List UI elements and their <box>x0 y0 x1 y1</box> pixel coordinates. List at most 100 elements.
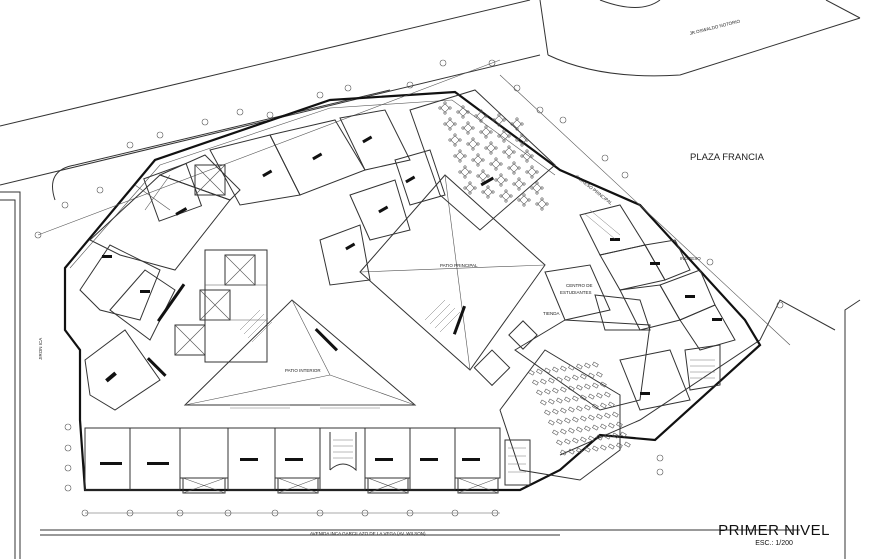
auditorium-seat <box>584 404 591 411</box>
centro-estudiantes-label-1: CENTRO DE <box>566 283 593 288</box>
drawing-title: PRIMER NIVEL <box>718 522 830 539</box>
rooms-left-wing <box>79 109 446 411</box>
auditorium-seat <box>588 435 595 442</box>
dining-table <box>507 161 521 175</box>
auditorium-seat <box>568 385 575 392</box>
auditorium-seat <box>536 389 543 396</box>
auditorium-seat <box>548 377 555 384</box>
drawing-scale: ESC.: 1/200 <box>755 540 793 547</box>
auditorium-seat <box>556 376 563 383</box>
dining-table <box>489 157 503 171</box>
auditorium-seat <box>624 441 631 448</box>
auditorium-seat <box>552 387 559 394</box>
dining-table <box>456 105 470 119</box>
dining-table <box>492 113 506 127</box>
tienda-label: TIENDA <box>543 311 560 316</box>
plaza-label: PLAZA FRANCIA <box>690 152 765 163</box>
auditorium-seat <box>552 408 559 415</box>
auditorium-seat <box>584 446 591 453</box>
auditorium-seat <box>588 372 595 379</box>
auditorium-seat <box>596 371 603 378</box>
auditorium-seat <box>592 361 599 368</box>
dining-table <box>494 173 508 187</box>
dining-table <box>520 149 534 163</box>
auditorium-seat <box>584 362 591 369</box>
auditorium-seat <box>568 364 575 371</box>
auditorium-seat <box>588 414 595 421</box>
auditorium-seat <box>608 443 615 450</box>
auditorium-seat <box>572 374 579 381</box>
dining-table <box>535 197 549 211</box>
dining-table <box>438 101 452 115</box>
patio-interior-label: PATIO INTERIOR <box>285 368 321 373</box>
auditorium-seat <box>600 402 607 409</box>
dining-table <box>510 117 524 131</box>
auditorium-seat <box>528 369 535 376</box>
auditorium-seat <box>612 432 619 439</box>
dining-table <box>448 133 462 147</box>
left-street-label: JIRON ICA <box>38 338 43 360</box>
auditorium-seat <box>576 426 583 433</box>
auditorium-seat <box>580 373 587 380</box>
auditorium-seat <box>596 392 603 399</box>
rooms-right-wing <box>544 204 736 411</box>
auditorium-seat <box>588 393 595 400</box>
auditorium-seat <box>584 383 591 390</box>
auditorium-seat <box>620 431 627 438</box>
bottom-street-label: AVENIDA INCA GARCILAZO DE LA VEGA (AV. W… <box>310 531 426 536</box>
auditorium-seat <box>600 444 607 451</box>
stair-cores <box>174 249 538 387</box>
auditorium-seat <box>576 363 583 370</box>
ingreso-label: INGRESO <box>680 256 701 261</box>
auditorium-seat <box>560 407 567 414</box>
auditorium <box>499 349 631 481</box>
auditorium-seat <box>616 442 623 449</box>
auditorium-seat <box>580 415 587 422</box>
auditorium-seat <box>596 434 603 441</box>
dining-area <box>409 89 556 231</box>
auditorium-seat <box>600 381 607 388</box>
auditorium-seat <box>552 366 559 373</box>
auditorium-seat <box>568 448 575 455</box>
auditorium-seat <box>580 394 587 401</box>
dining-table <box>484 141 498 155</box>
auditorium-seat <box>560 386 567 393</box>
auditorium-seat <box>576 405 583 412</box>
dining-table <box>466 137 480 151</box>
auditorium-seat <box>544 388 551 395</box>
auditorium-seat <box>580 436 587 443</box>
hatch-details <box>230 209 621 409</box>
auditorium-seat <box>552 429 559 436</box>
dining-table <box>525 165 539 179</box>
auditorium-seat <box>544 409 551 416</box>
auditorium-seat <box>564 396 571 403</box>
furniture-marks <box>100 135 722 465</box>
auditorium-seat <box>572 437 579 444</box>
title-block: PRIMER NIVEL ESC.: 1/200 <box>718 522 830 547</box>
auditorium-seat <box>564 375 571 382</box>
auditorium-seat <box>592 445 599 452</box>
auditorium-seat <box>572 395 579 402</box>
dining-table <box>530 181 544 195</box>
auditorium-seat <box>584 425 591 432</box>
auditorium-seat <box>612 411 619 418</box>
rooms-bottom-row <box>84 427 531 494</box>
dining-table <box>443 117 457 131</box>
grid-axes-left-bottom <box>64 423 664 517</box>
auditorium-seat <box>592 403 599 410</box>
auditorium-seat <box>540 378 547 385</box>
dining-table <box>515 133 529 147</box>
auditorium-seat <box>568 427 575 434</box>
auditorium-seat <box>564 417 571 424</box>
auditorium-seat <box>596 413 603 420</box>
dining-table <box>481 185 495 199</box>
auditorium-seat <box>608 401 615 408</box>
auditorium-seat <box>604 412 611 419</box>
dining-table <box>512 177 526 191</box>
auditorium-seat <box>536 368 543 375</box>
auditorium-seat <box>608 422 615 429</box>
auditorium-seat <box>548 398 555 405</box>
auditorium-seat <box>604 433 611 440</box>
dining-table <box>517 193 531 207</box>
